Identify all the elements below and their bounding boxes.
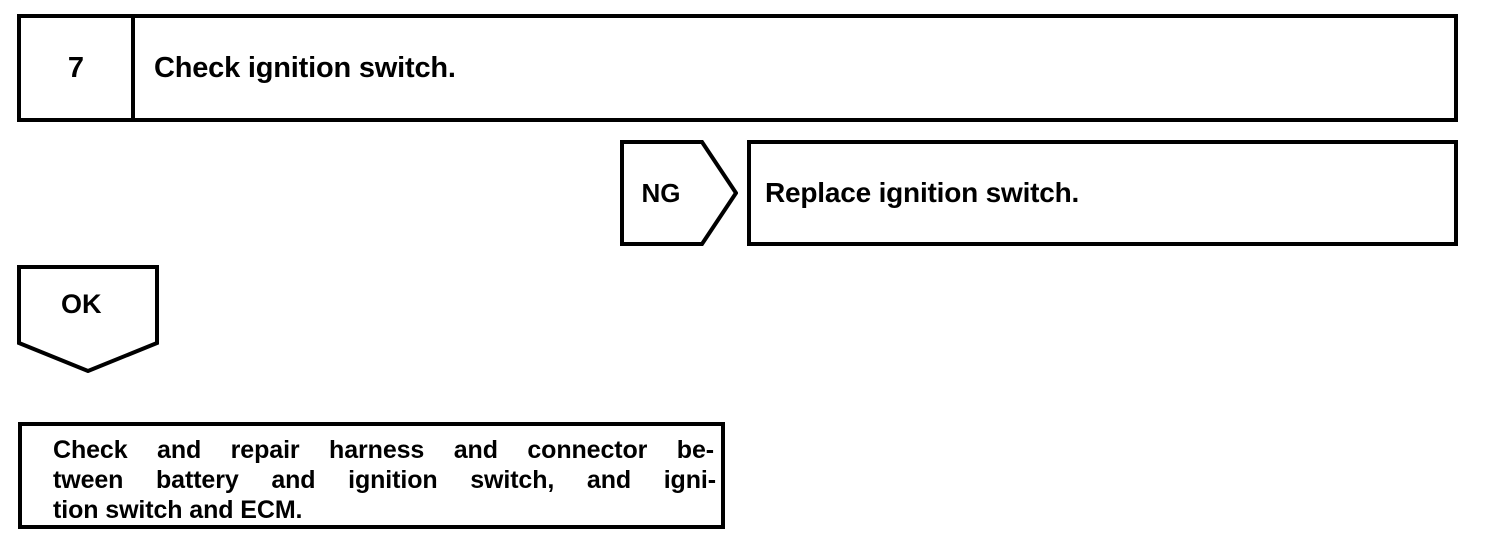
action-word: repair [230,436,300,464]
action-word: ignition [348,466,438,494]
action-word: harness [329,436,425,464]
ng-arrow-icon [620,140,738,246]
action-word: tween [53,466,124,494]
action-word: be- [676,436,714,464]
action-word: and [271,466,316,494]
step-instruction: Check ignition switch. [154,51,456,84]
action-word: and [157,436,202,464]
action-word: and [453,436,498,464]
step-box: 7 Check ignition switch. [17,14,1458,122]
action-word: switch, [470,466,555,494]
action-box: Check and repair harness and connector b… [18,422,725,529]
ok-arrow-icon [17,265,159,373]
step-number-cell: 7 [21,18,135,118]
action-line-3: tion switch and ECM. [53,496,303,524]
action-line-2: tween battery and ignition switch, and i… [53,465,716,495]
step-number: 7 [67,51,85,84]
action-word: Check [53,436,128,464]
step-instruction-cell: Check ignition switch. [135,18,1454,118]
action-word: igni- [663,466,716,494]
action-line-1: Check and repair harness and connector b… [53,435,714,465]
action-word: battery [156,466,239,494]
ng-result-text: Replace ignition switch. [765,177,1080,208]
action-word: and [586,466,632,494]
action-word: connector [527,436,648,464]
ng-result-box: Replace ignition switch. [747,140,1458,246]
